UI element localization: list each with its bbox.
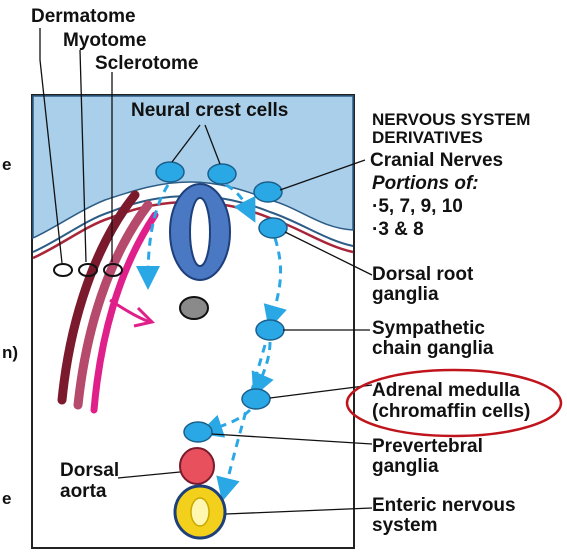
prevertebral-ganglion-cell — [184, 422, 212, 442]
cranial-nerve-cell — [254, 182, 282, 202]
prevertebral-label-1: Prevertebral — [372, 436, 483, 457]
dorsal-aorta-label-2: aorta — [60, 481, 107, 502]
gut-lumen — [191, 498, 209, 526]
dorsal-root-ganglion-cell — [259, 218, 287, 238]
portions-of-label: Portions of: — [372, 173, 479, 194]
dorsal-root-label-2: ganglia — [372, 284, 439, 305]
dorsal-aorta — [180, 448, 214, 484]
adrenal-label-1: Adrenal medulla — [372, 380, 520, 401]
cranial-nerves-label: Cranial Nerves — [370, 150, 503, 171]
edge-mark-3: e — [2, 489, 11, 508]
neural-tube-lumen — [190, 198, 210, 266]
sympathetic-chain-cell — [256, 320, 284, 340]
neural-crest-cell-left — [156, 162, 184, 182]
derivatives-heading-1: NERVOUS SYSTEM — [372, 110, 530, 129]
portions-line-1: ·5, 7, 9, 10 — [372, 196, 463, 217]
sympathetic-label-1: Sympathetic — [372, 318, 485, 339]
derivatives-heading-2: DERIVATIVES — [372, 128, 483, 147]
dermatome-label: Dermatome — [31, 6, 136, 27]
dorsal-root-label-1: Dorsal root — [372, 264, 474, 285]
neural-crest-cell-right — [208, 164, 236, 184]
sympathetic-label-2: chain ganglia — [372, 338, 494, 359]
portions-line-2: ·3 & 8 — [372, 219, 424, 240]
notochord — [180, 297, 208, 319]
edge-mark-1: e — [2, 155, 11, 174]
adrenal-label-2: (chromaffin cells) — [372, 401, 530, 422]
sclerotome-label: Sclerotome — [95, 53, 198, 74]
edge-mark-2: n) — [2, 343, 18, 362]
enteric-label-2: system — [372, 515, 438, 536]
myotome-label: Myotome — [63, 30, 146, 51]
adrenal-medulla-cell — [242, 389, 270, 409]
neural-crest-label: Neural crest cells — [131, 100, 288, 121]
dorsal-aorta-label-1: Dorsal — [60, 460, 119, 481]
enteric-label-1: Enteric nervous — [372, 495, 516, 516]
prevertebral-label-2: ganglia — [372, 456, 439, 477]
